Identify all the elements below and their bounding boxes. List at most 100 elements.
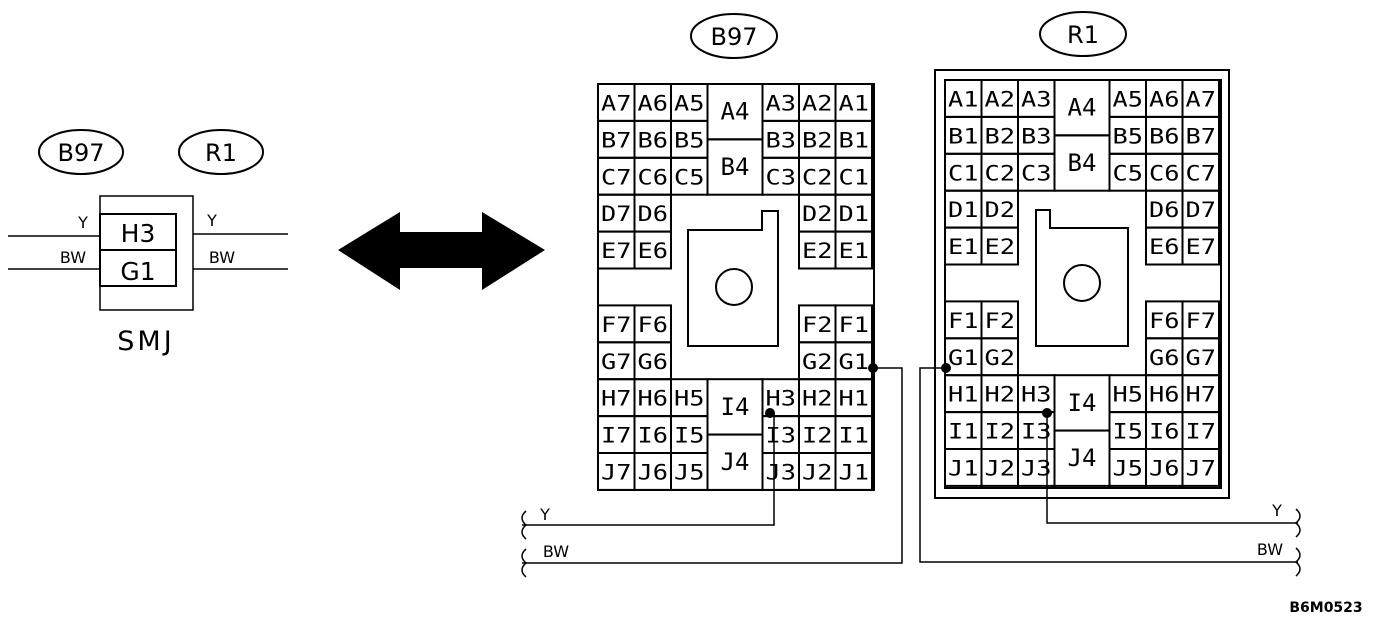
b97-pin-i4: I4 xyxy=(721,393,750,421)
r1-pin-e6: E6 xyxy=(1149,235,1180,259)
r1-pin-j5: J5 xyxy=(1113,456,1144,480)
r1-pin-i1: I1 xyxy=(948,420,979,444)
r1-pin-f7: F7 xyxy=(1186,309,1217,333)
b97-wire-y xyxy=(522,412,775,526)
b97-pin-d2: D2 xyxy=(802,202,833,226)
smj-b97-ellipse xyxy=(38,129,124,175)
r1-pin-b5: B5 xyxy=(1113,124,1144,148)
b97-pin-b2: B2 xyxy=(802,128,833,152)
r1-pin-d2: D2 xyxy=(985,198,1016,222)
smj-b97-label: B97 xyxy=(57,139,104,167)
r1-pin-b2: B2 xyxy=(985,124,1016,148)
b97-pin-h2: H2 xyxy=(802,387,833,411)
b97-cell-j1 xyxy=(834,452,873,491)
smj-wire-right-bw: BW xyxy=(209,248,235,267)
b97-pin-i6: I6 xyxy=(638,424,669,448)
r1-outer-housing xyxy=(934,69,1230,499)
smj-pin-g1: G1 xyxy=(120,257,155,286)
r1-cell-j7 xyxy=(1181,448,1220,487)
b97-pin-i3: I3 xyxy=(766,424,797,448)
r1-pin-j2: J2 xyxy=(985,456,1016,480)
b97-pin-g6: G6 xyxy=(638,350,669,374)
b97-wire-bw xyxy=(522,367,903,564)
r1-pin-c6: C6 xyxy=(1149,161,1180,185)
r1-label-ellipse xyxy=(1039,11,1127,57)
b97-wire-y-label: Y xyxy=(539,505,550,524)
b97-pin-e1: E1 xyxy=(839,239,870,263)
b97-cell-c5 xyxy=(670,156,709,196)
r1-pin-a4: A4 xyxy=(1068,94,1097,122)
r1-pin-j4: J4 xyxy=(1068,444,1097,472)
r1-pin-c1: C1 xyxy=(948,161,979,185)
r1-pin-a6: A6 xyxy=(1149,87,1180,111)
r1-pin-h3: H3 xyxy=(1021,383,1052,407)
r1-pin-b1: B1 xyxy=(948,124,979,148)
b97-wire-break-y xyxy=(521,510,528,540)
r1-pin-i6: I6 xyxy=(1149,420,1180,444)
smj-wire-left-bw: BW xyxy=(60,248,86,267)
r1-pin-a7: A7 xyxy=(1186,87,1217,111)
b97-label: B97 xyxy=(710,23,757,51)
r1-wire-break-y xyxy=(1294,508,1301,538)
b97-pin-i2: I2 xyxy=(802,424,833,448)
r1-pin-h6: H6 xyxy=(1149,383,1180,407)
r1-pin-a2: A2 xyxy=(985,87,1016,111)
b97-pin-f1: F1 xyxy=(839,313,870,337)
r1-pin-d7: D7 xyxy=(1186,198,1217,222)
r1-pin-e7: E7 xyxy=(1186,235,1217,259)
b97-cell-j5 xyxy=(670,452,709,491)
r1-wire-y-label: Y xyxy=(1271,501,1282,520)
smj-r1-ellipse xyxy=(178,129,264,175)
b97-pin-g2: G2 xyxy=(802,350,833,374)
b97-pin-i5: I5 xyxy=(674,424,705,448)
r1-wire-bw-label: BW xyxy=(1257,540,1283,559)
r1-label: R1 xyxy=(1067,21,1099,49)
b97-pin-j3: J3 xyxy=(766,460,797,484)
r1-pin-b4: B4 xyxy=(1068,149,1097,177)
b97-pin-b1: B1 xyxy=(839,128,870,152)
b97-pin-f7: F7 xyxy=(601,313,632,337)
b97-pin-e7: E7 xyxy=(601,239,632,263)
r1-pin-j6: J6 xyxy=(1149,456,1180,480)
b97-pin-b3: B3 xyxy=(766,128,797,152)
b97-label-ellipse xyxy=(690,13,778,59)
b97-pin-h1: H1 xyxy=(839,387,870,411)
r1-cell-e2 xyxy=(980,226,1019,266)
r1-pin-i4: I4 xyxy=(1068,389,1097,417)
b97-pin-i7: I7 xyxy=(601,424,632,448)
figure-code: B6M0523 xyxy=(1289,600,1362,616)
r1-pin-a3: A3 xyxy=(1021,87,1052,111)
r1-pin-h7: H7 xyxy=(1186,383,1217,407)
r1-cell-c3 xyxy=(1017,152,1056,192)
smj-name: SMJ xyxy=(117,326,174,357)
r1-pin-d6: D6 xyxy=(1149,198,1180,222)
smj-schematic: B97 R1 H3 G1 Y BW Y BW SMJ xyxy=(8,129,288,357)
b97-pin-i1: I1 xyxy=(839,424,870,448)
r1-pin-b6: B6 xyxy=(1149,124,1180,148)
r1-pin-c3: C3 xyxy=(1021,161,1052,185)
b97-pin-a5: A5 xyxy=(674,91,705,115)
b97-pin-c5: C5 xyxy=(674,165,705,189)
r1-pin-f1: F1 xyxy=(948,309,979,333)
b97-pin-b6: B6 xyxy=(638,128,669,152)
b97-pin-c7: C7 xyxy=(601,165,632,189)
b97-pin-f2: F2 xyxy=(802,313,833,337)
b97-pin-e2: E2 xyxy=(802,239,833,263)
r1-wire-bw xyxy=(919,367,1298,563)
r1-pin-f2: F2 xyxy=(985,309,1016,333)
b97-center-cavity xyxy=(687,210,779,347)
r1-cell-j3 xyxy=(1017,448,1056,487)
b97-pin-h3: H3 xyxy=(766,387,797,411)
r1-pin-i2: I2 xyxy=(985,420,1016,444)
b97-pin-j4: J4 xyxy=(721,448,750,476)
r1-pin-h5: H5 xyxy=(1113,383,1144,407)
b97-pin-a4: A4 xyxy=(721,98,750,126)
b97-pin-b4: B4 xyxy=(721,153,750,181)
r1-pin-c7: C7 xyxy=(1186,161,1217,185)
b97-pin-h6: H6 xyxy=(638,387,669,411)
r1-pin-i5: I5 xyxy=(1113,420,1144,444)
b97-pin-j7: J7 xyxy=(601,460,632,484)
b97-pin-c3: C3 xyxy=(766,165,797,189)
